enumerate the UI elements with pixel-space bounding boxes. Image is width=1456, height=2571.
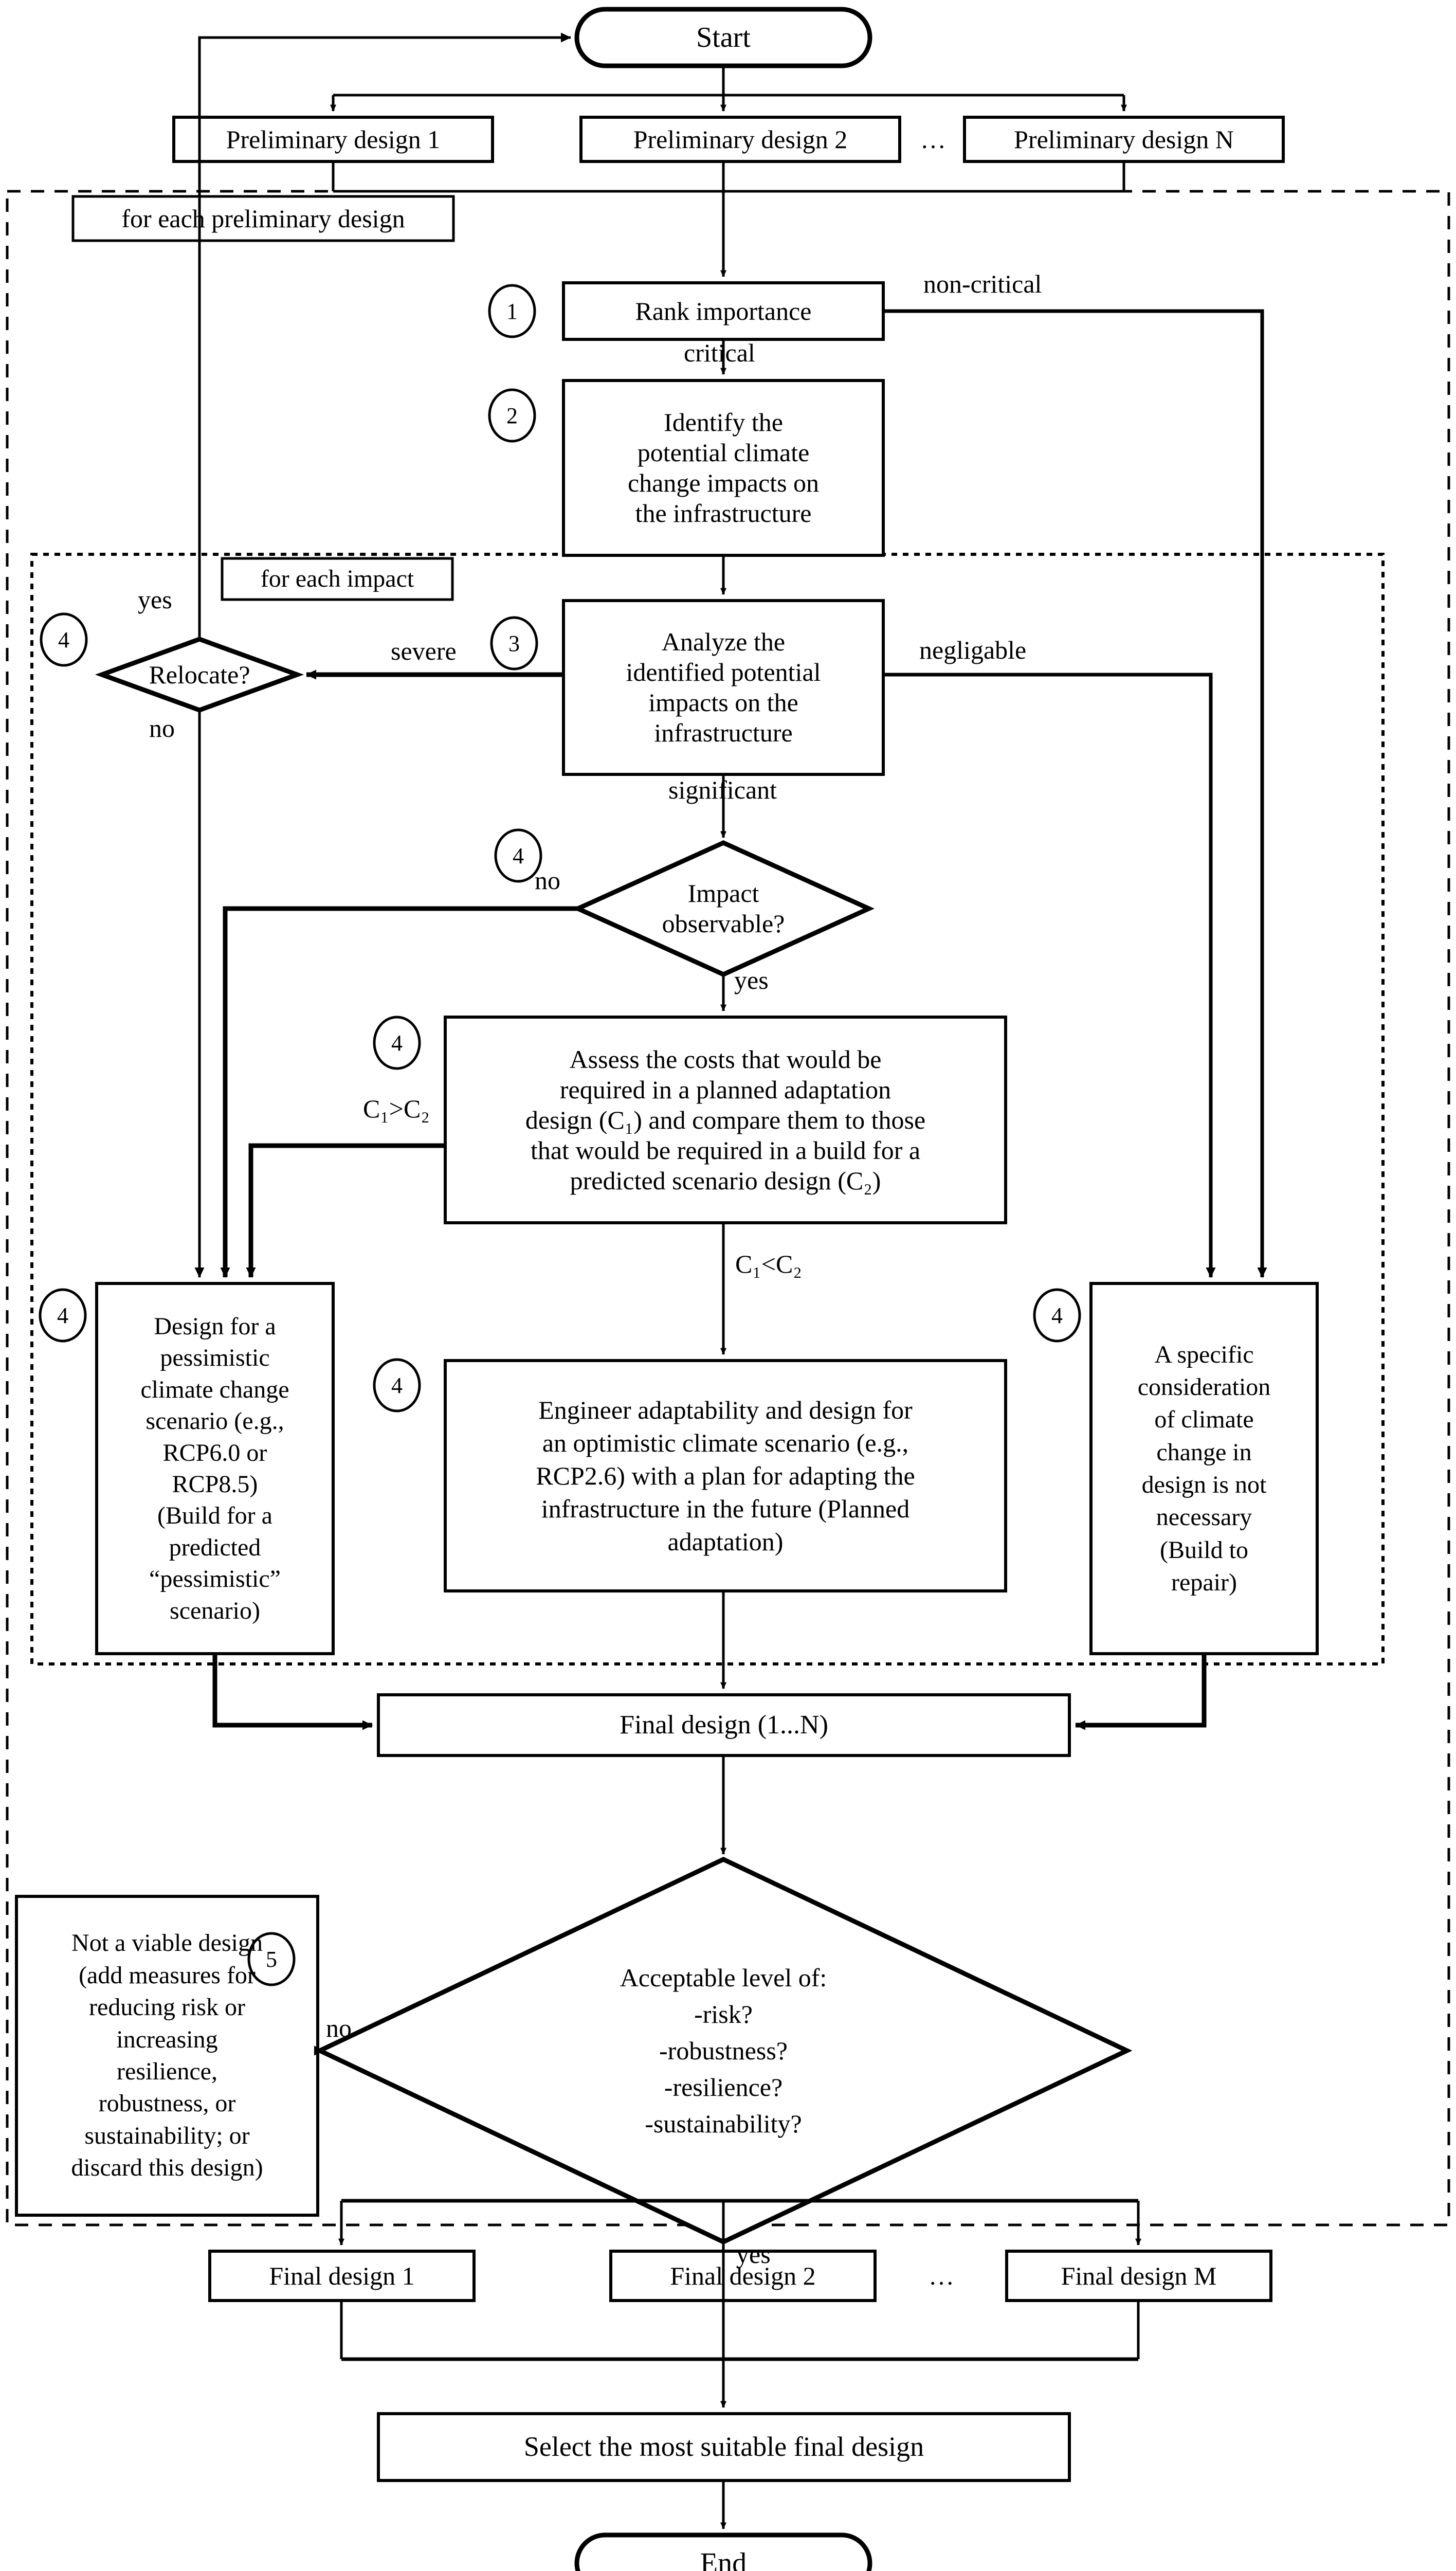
edge-label-relocate-yes: yes [138, 585, 172, 614]
finaldesign-n-shape [377, 1693, 1071, 1757]
start-node-shape [574, 7, 872, 68]
edge-pessimistic-to-final [212, 1654, 373, 1730]
final2-shape [609, 2250, 877, 2302]
edge-label-cost-less: C₁<C₂ [735, 1250, 802, 1278]
edge-assess-cost-gt [248, 1143, 445, 1262]
step-badge-1: 1 [506, 298, 518, 324]
analyze-shape [562, 599, 885, 776]
acceptable-shape [314, 1857, 1133, 2244]
edge-label-non-critical: non-critical [923, 269, 1042, 298]
relocate-shape [95, 637, 304, 713]
step-badge-4-engineer: 4 [391, 1372, 403, 1398]
edge-loop-to-start [198, 32, 571, 639]
step-badge-4-observable-circle [494, 828, 542, 883]
step-badge-4-relocate: 4 [58, 627, 69, 653]
edge-label-observable-no: no [535, 866, 560, 895]
step-badge-4-specific: 4 [1051, 1302, 1063, 1328]
pessimistic-shape [95, 1282, 335, 1655]
edge-label-cost-greater: C₁>C₂ [363, 1094, 430, 1123]
select-shape [377, 2412, 1071, 2482]
engineer-shape [444, 1359, 1007, 1592]
edge-rank-non-critical [883, 309, 1264, 1262]
edge-specific-to-final [1075, 1654, 1207, 1730]
edge-observable-no [223, 906, 578, 1262]
edge-label-acceptable-yes: yes [736, 2240, 771, 2269]
step-badge-3-circle [490, 616, 538, 671]
prelim2-shape [579, 116, 901, 163]
step-badge-4-relocate-circle [40, 612, 88, 667]
step-badge-4-pessimistic-circle [39, 1288, 87, 1343]
edge-label-significant: significant [668, 775, 777, 804]
step-badge-4-assess-circle [373, 1016, 421, 1070]
end-node-shape [574, 2532, 872, 2571]
prelimN-shape [963, 116, 1285, 163]
step-badge-3: 3 [508, 630, 520, 656]
edge-label-severe: severe [391, 637, 457, 665]
edge-label-relocate-no: no [149, 714, 175, 743]
step-badge-5-acceptable: 5 [266, 1946, 277, 1972]
edge-label-critical: critical [684, 338, 755, 367]
edge-label-acceptable-no: no [326, 2014, 352, 2042]
step-badge-2: 2 [506, 403, 518, 428]
final1-shape [208, 2250, 476, 2302]
identify-shape [562, 379, 885, 557]
swimlane-inner-border [30, 553, 1385, 1665]
step-badge-4-pessimistic: 4 [57, 1302, 68, 1328]
swimlane-inner-label-box [221, 557, 454, 601]
step-badge-4-observable: 4 [513, 843, 524, 868]
step-badge-5-acceptable-circle [247, 1932, 296, 1986]
rank-shape [562, 281, 885, 341]
prelim1-shape [172, 116, 494, 163]
edge-label-observable-yes: yes [734, 966, 769, 994]
edge-label-negligable: negligable [919, 636, 1027, 664]
step-badge-2-circle [488, 388, 536, 443]
step-badge-1-circle [488, 284, 536, 338]
observable-shape [572, 840, 875, 977]
swimlane-outer-label-box [71, 195, 455, 242]
step-badge-4-engineer-circle [373, 1358, 421, 1413]
edge-analyze-negligable [883, 673, 1213, 1262]
specific-shape [1089, 1282, 1319, 1655]
assess-shape [444, 1016, 1007, 1224]
step-badge-4-assess: 4 [391, 1030, 403, 1056]
finalM-shape [1005, 2250, 1272, 2302]
step-badge-4-specific-circle [1033, 1288, 1081, 1343]
